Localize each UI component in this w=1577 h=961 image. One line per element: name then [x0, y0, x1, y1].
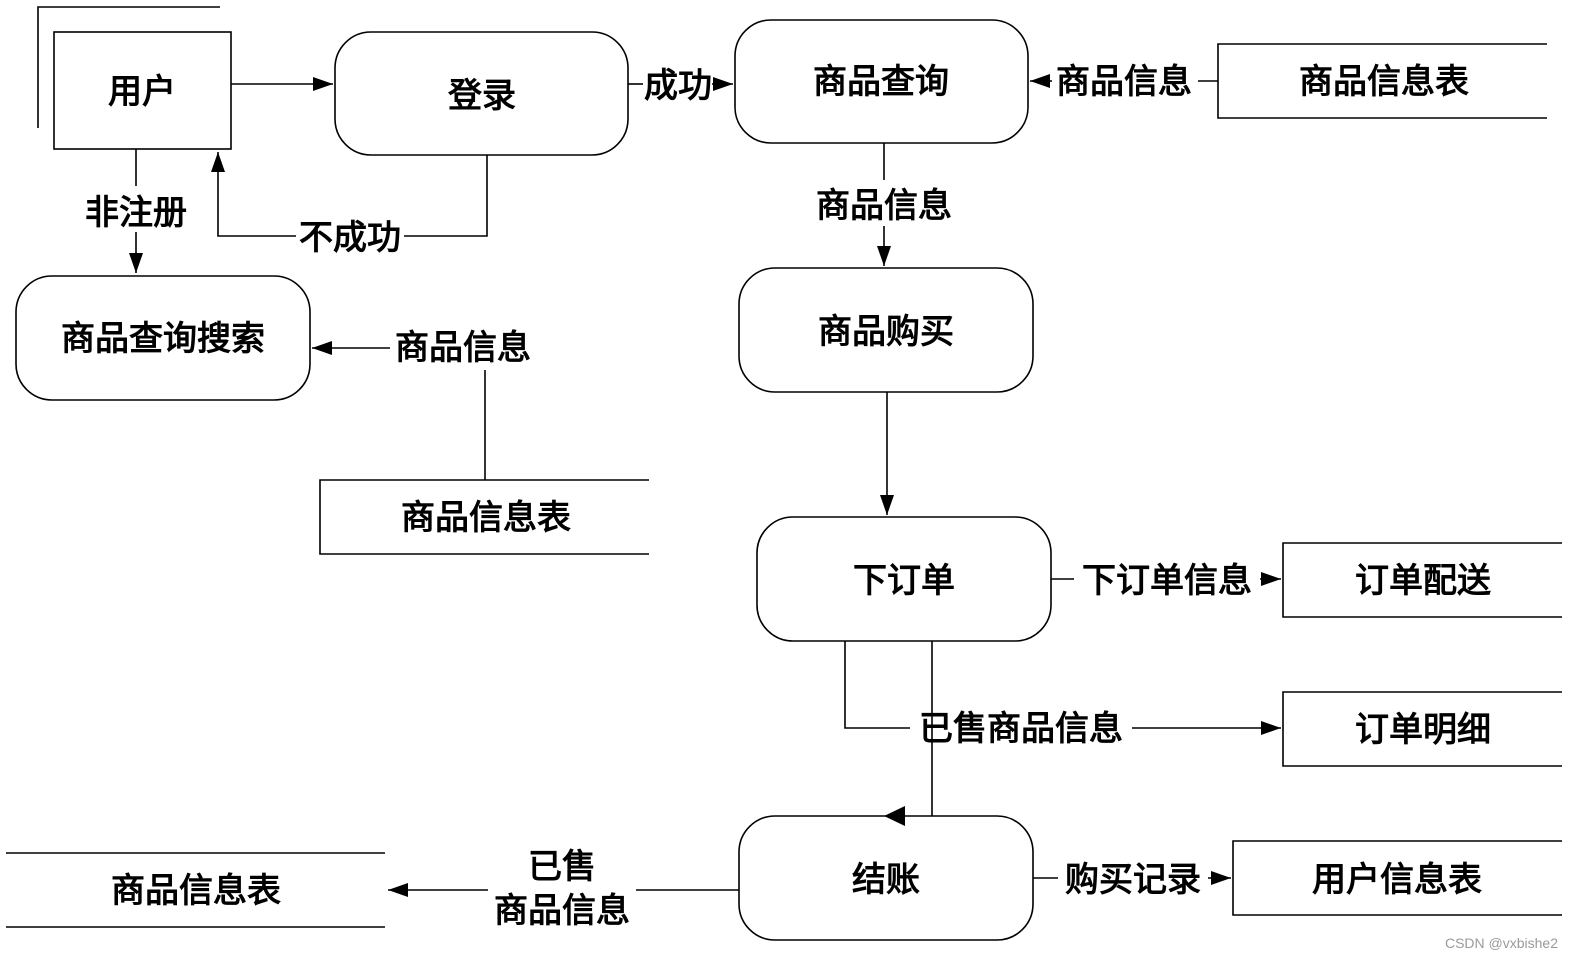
user-info-store-label: 用户信息表 — [1312, 860, 1482, 900]
flow-sold-product-info: 已售商品信息 — [844, 641, 1281, 749]
flow-order-info-label: 下订单信息 — [1082, 561, 1252, 601]
flow-login-success: 成功 — [628, 66, 733, 106]
order-detail-store: 订单明细 — [1282, 691, 1562, 767]
flow-sold-line1-label: 已售 — [528, 847, 596, 887]
flow-unregistered-label: 非注册 — [85, 193, 187, 233]
product-info-store-bottom: 商品信息表 — [6, 852, 385, 928]
product-info-store-top-label: 商品信息表 — [1299, 62, 1469, 102]
order-delivery-label: 订单配送 — [1355, 561, 1491, 601]
user-entity: 用户 — [37, 6, 232, 150]
flow-sold-product-info-label: 已售商品信息 — [919, 709, 1123, 749]
flow-login-fail: 不成功 — [211, 152, 488, 258]
flow-purchase-record: 购买记录 — [1033, 860, 1231, 900]
order-detail-label: 订单明细 — [1355, 710, 1491, 750]
product-info-store-top: 商品信息表 — [1217, 43, 1547, 119]
flow-unregistered: 非注册 — [85, 149, 187, 273]
product-search-label: 商品查询搜索 — [61, 319, 265, 359]
flow-product-info-in-label: 商品信息 — [1056, 62, 1192, 102]
checkout-label: 结账 — [852, 860, 920, 900]
product-query-process: 商品查询 — [734, 19, 1029, 144]
product-query-label: 商品查询 — [813, 62, 949, 102]
place-order-process: 下订单 — [756, 516, 1052, 642]
product-info-store-bottom-label: 商品信息表 — [111, 871, 281, 911]
flow-success-label: 成功 — [644, 66, 712, 106]
flow-product-info-down-label: 商品信息 — [816, 186, 952, 226]
user-entity-label: 用户 — [108, 72, 176, 112]
flow-purchase-record-label: 购买记录 — [1065, 860, 1201, 900]
user-info-store: 用户信息表 — [1232, 840, 1562, 916]
product-info-store-mid-label: 商品信息表 — [401, 498, 571, 538]
flow-order-info: 下订单信息 — [1051, 561, 1281, 601]
product-purchase-label: 商品购买 — [818, 312, 954, 352]
place-order-label: 下订单 — [853, 561, 955, 601]
product-info-store-mid: 商品信息表 — [319, 479, 649, 555]
checkout-process: 结账 — [738, 815, 1034, 941]
login-process-label: 登录 — [447, 76, 516, 116]
order-delivery-store: 订单配送 — [1282, 542, 1562, 618]
watermark: CSDN @vxbishe2 — [1445, 935, 1558, 951]
flow-order-to-checkout-arrowhead — [884, 806, 905, 826]
flow-sold-line2-label: 商品信息 — [494, 891, 630, 931]
login-process: 登录 — [334, 31, 629, 156]
flow-sold-to-store: 已售 商品信息 — [388, 847, 739, 931]
flow-product-info-search-label: 商品信息 — [395, 328, 531, 368]
flow-product-info-search: 商品信息 — [312, 328, 531, 480]
flow-product-info-in: 商品信息 — [1030, 62, 1218, 102]
flow-fail-label: 不成功 — [299, 218, 401, 258]
product-search-process: 商品查询搜索 — [15, 275, 311, 401]
product-purchase-process: 商品购买 — [738, 267, 1034, 393]
flow-product-info-down: 商品信息 — [816, 143, 952, 266]
